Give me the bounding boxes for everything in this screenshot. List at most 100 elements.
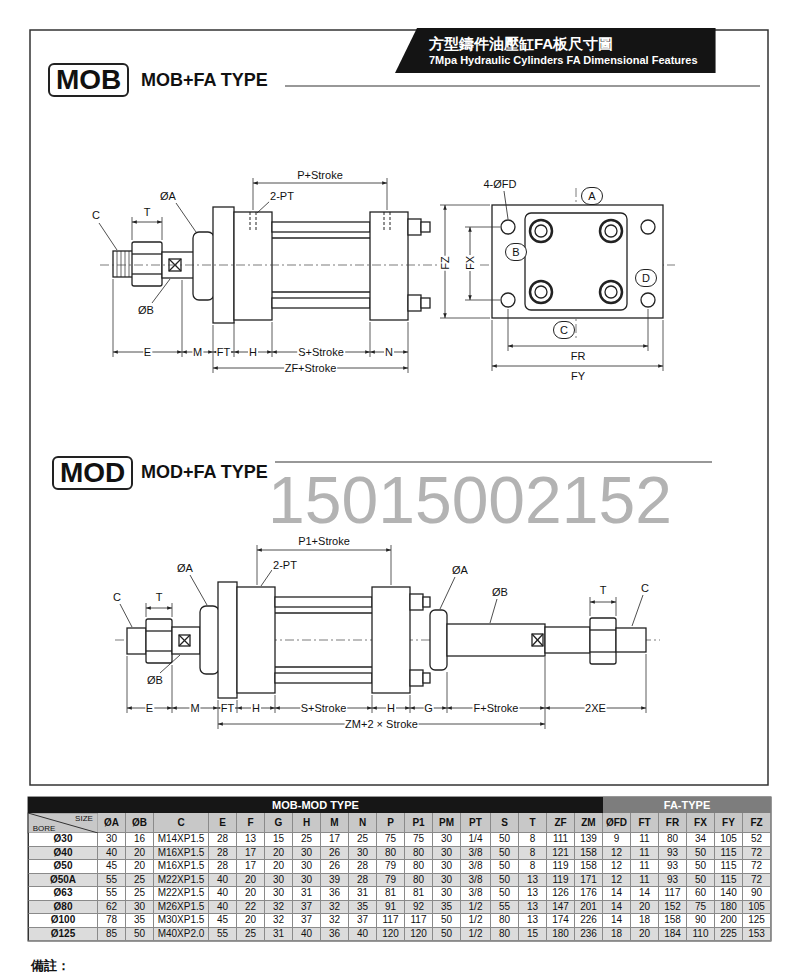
table-cell: 13 [519, 901, 547, 915]
leader-line [490, 599, 497, 623]
table-cell: 32 [321, 901, 349, 915]
table-cell: 11 [631, 860, 659, 874]
table-cell: 36 [321, 928, 349, 942]
leader-line [632, 595, 643, 626]
extension-line [162, 217, 163, 240]
mod-cylinder [532, 634, 543, 646]
table-cell: 119 [547, 874, 575, 888]
table-cell: 20 [237, 914, 265, 928]
table-cell: 139 [575, 833, 603, 847]
table-cell: 158 [575, 847, 603, 861]
dimension-line [132, 222, 162, 223]
dimension-label: FZ [439, 255, 451, 270]
table-cell: 30 [98, 833, 126, 847]
mod-cylinder [275, 612, 372, 613]
table-cell: 20 [631, 928, 659, 942]
extension-line [213, 325, 214, 373]
table-cell: 28 [209, 847, 237, 861]
extension-line [172, 603, 173, 617]
leader-line [120, 604, 132, 627]
table-cell: G [265, 813, 293, 833]
mod-cylinder [275, 673, 372, 683]
title-banner: 方型鑄件油壓缸FA板尺寸圖7Mpa Hydraulic Cylinders FA… [395, 28, 716, 73]
fa-plate [530, 281, 552, 303]
table-cell: Ø100 [28, 914, 98, 928]
table-cell: 158 [659, 914, 687, 928]
mod-cylinder [146, 650, 172, 651]
mob-cylinder [370, 212, 408, 320]
table-cell: 79 [377, 860, 405, 874]
table-frame [28, 797, 771, 941]
banner-title: 方型鑄件油壓缸FA板尺寸圖 [429, 35, 698, 53]
table-cell: M16XP1.5 [154, 847, 209, 861]
table-cell: 115 [715, 860, 743, 874]
table-cell: 3/8 [461, 887, 491, 901]
mod-cylinder [545, 627, 590, 653]
table-cell: 12 [603, 847, 631, 861]
mod-cylinder [146, 630, 172, 631]
side-marker: A [581, 187, 603, 205]
leader-line [440, 577, 455, 609]
table-cell: FY [715, 813, 743, 833]
table-cell: 93 [659, 847, 687, 861]
port-mark [250, 212, 394, 605]
mob-cylinder [272, 291, 370, 292]
table-cell: 14 [631, 887, 659, 901]
table-cell: 75 [377, 833, 405, 847]
extension-line [372, 695, 373, 713]
extension-line [257, 545, 258, 585]
mod-cylinder [423, 673, 430, 683]
dimension-label: ØB [137, 304, 155, 316]
thread-lines [129, 251, 130, 277]
sheet-frame [30, 30, 768, 785]
leader-line [160, 655, 180, 673]
dimension-label: FX [464, 255, 476, 271]
table-cell: 40 [349, 928, 377, 942]
banner-subtitle: 7Mpa Hydraulic Cylinders FA Dimensional … [429, 53, 698, 67]
table-cell: 93 [659, 874, 687, 888]
table-cell: 80 [491, 914, 519, 928]
table-cell: M [321, 813, 349, 833]
table-cell: 31 [293, 887, 321, 901]
table-cell: 28 [209, 833, 237, 847]
table-cell: 40 [293, 928, 321, 942]
port-mark [390, 212, 391, 232]
table-cell: 121 [547, 847, 575, 861]
table-cell: 1/2 [461, 914, 491, 928]
extension-line [391, 545, 392, 585]
table-cell: 20 [265, 847, 293, 861]
table-cell: 40 [98, 847, 126, 861]
port-mark [384, 212, 385, 232]
mod-cylinder [410, 670, 423, 686]
dimension-label: N [384, 346, 394, 358]
table-cell: 50 [126, 928, 154, 942]
table-cell: PM [433, 813, 461, 833]
node-label: MOD [60, 458, 125, 488]
table-cell: 105 [715, 833, 743, 847]
table-cell: 80 [491, 928, 519, 942]
table-cell: Ø125 [28, 928, 98, 942]
table-cell: 28 [349, 860, 377, 874]
table-cell: 8 [519, 860, 547, 874]
table-cell: 34 [687, 833, 715, 847]
table-cell: 40 [209, 901, 237, 915]
table-cell: 80 [377, 847, 405, 861]
mob-cylinder [272, 237, 370, 238]
dimension-label: ØB [146, 674, 164, 686]
dimension-label: M [189, 702, 200, 714]
table-cell: 17 [321, 833, 349, 847]
table-cell: 30 [293, 874, 321, 888]
dimension-label: 4-ØFD [483, 178, 518, 190]
extension-line [237, 700, 238, 713]
mod-cylinder [532, 634, 543, 646]
mod-cylinder [430, 610, 447, 670]
mod-cylinder [200, 606, 219, 674]
table-cell: 31 [265, 928, 293, 942]
mod-cylinder [423, 597, 430, 607]
table-cell: ØA [98, 813, 126, 833]
fa-plate [501, 220, 515, 234]
extension-line [440, 205, 490, 206]
dimension-label: S+Stroke [300, 702, 348, 714]
table-cell: 35 [433, 901, 461, 915]
dimension-label: G [423, 702, 434, 714]
